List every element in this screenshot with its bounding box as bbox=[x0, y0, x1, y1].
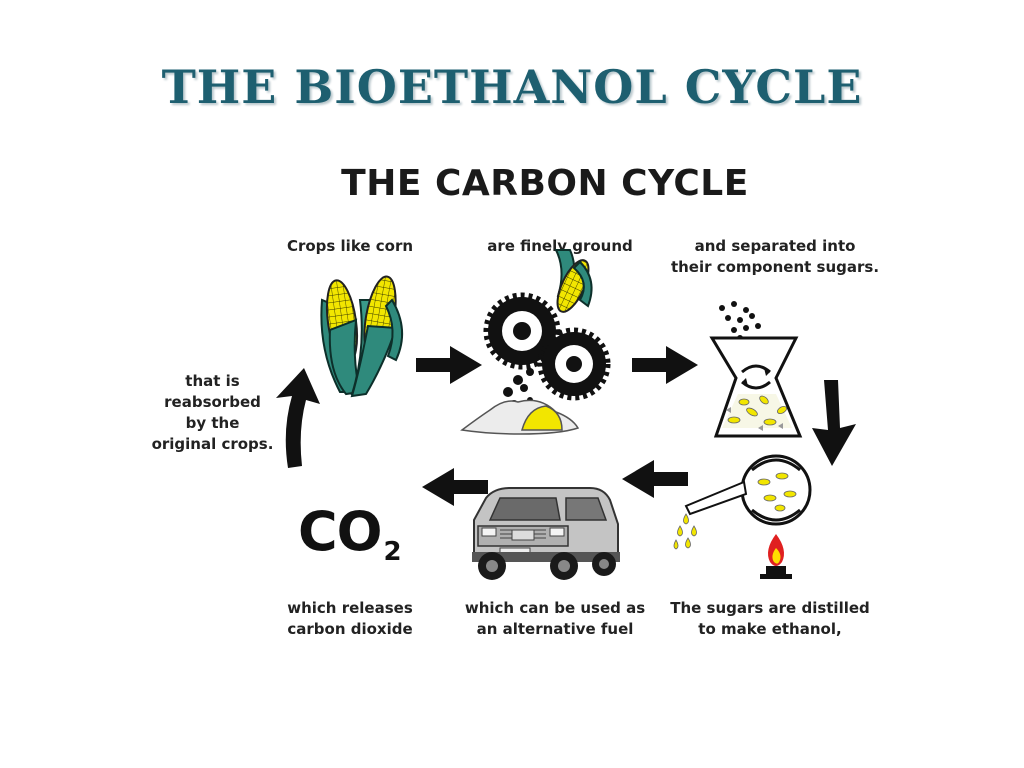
separator-icon bbox=[709, 301, 803, 438]
corn-icon bbox=[320, 275, 404, 398]
caption-fuel: which can be used as an alternative fuel bbox=[464, 599, 646, 638]
still-icon bbox=[673, 454, 812, 579]
car-icon bbox=[472, 487, 620, 580]
co2-main: CO bbox=[298, 500, 383, 563]
co2-label: CO2 bbox=[298, 500, 402, 567]
diagram-title: THE CARBON CYCLE bbox=[341, 163, 749, 204]
caption-reabsorbed: that is reabsorbed by the original crops… bbox=[151, 372, 274, 453]
caption-distilled: The sugars are distilled to make ethanol… bbox=[670, 599, 870, 638]
co2-subscript: 2 bbox=[383, 537, 402, 567]
page-title: THE BIOETHANOL CYCLE bbox=[161, 60, 863, 114]
caption-separated: and separated into their component sugar… bbox=[670, 237, 880, 276]
caption-ground: are finely ground bbox=[487, 237, 633, 255]
grinder-icon bbox=[460, 249, 611, 435]
caption-crops: Crops like corn bbox=[286, 237, 414, 255]
arrow-icon bbox=[276, 346, 856, 506]
caption-releases: which releases carbon dioxide bbox=[287, 599, 413, 638]
